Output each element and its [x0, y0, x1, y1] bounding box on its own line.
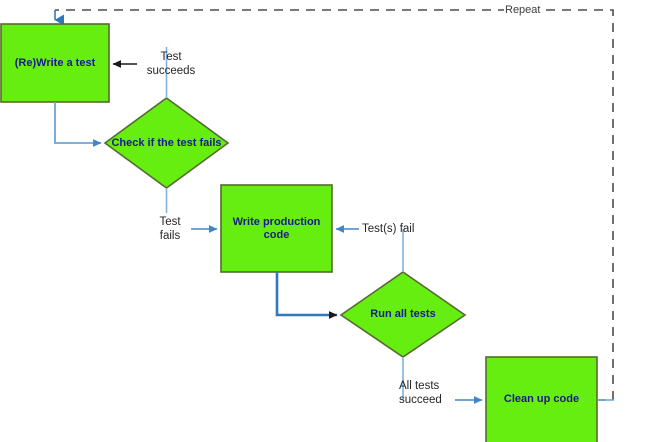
- node-clean-up-code-shape: [485, 356, 598, 442]
- repeat-loop-path: [54, 9, 614, 401]
- edge-rewrite-to-check: [54, 102, 102, 147]
- edge-label-tests-fail: Test(s) fail: [362, 223, 415, 235]
- node-write-production-code-shape: [220, 184, 333, 273]
- edge-label-test-fails: Test fails: [159, 216, 181, 242]
- repeat-loop-label: Repeat: [504, 4, 542, 16]
- node-run-all-tests-shape: [339, 271, 467, 358]
- edge-label-test-succeeds: Test succeeds: [146, 51, 196, 77]
- node-rewrite-test-shape: [0, 23, 110, 103]
- node-check-test-fails-shape: [103, 97, 230, 189]
- edge-label-all-tests-succeed: All tests succeed: [399, 380, 442, 406]
- edge-write-to-run: [275, 272, 338, 319]
